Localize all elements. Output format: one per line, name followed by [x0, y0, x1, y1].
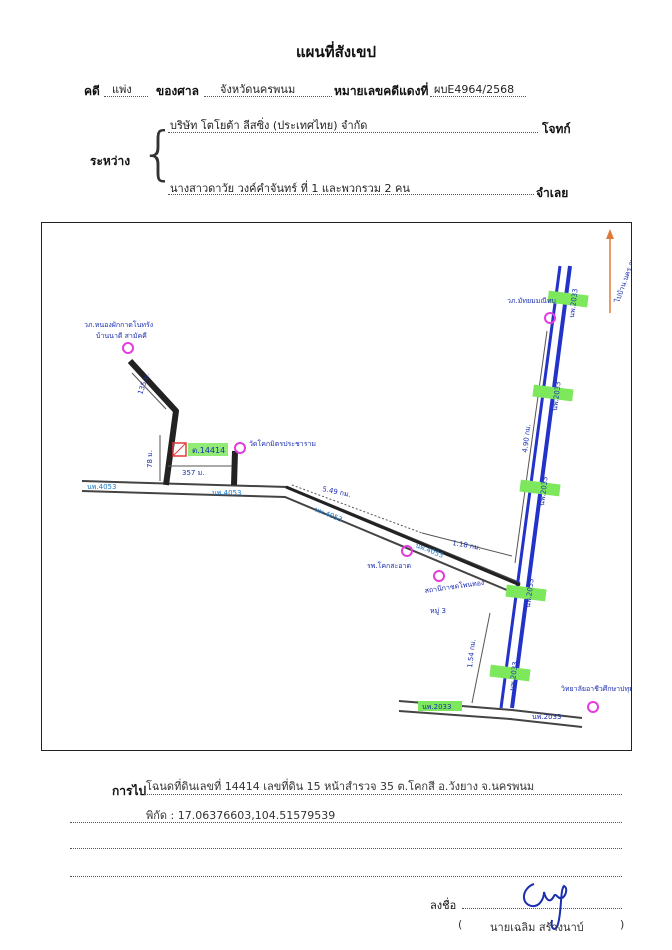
road-label-2033-f: นพ.2033	[422, 703, 451, 711]
parcel-label: ต.14414	[192, 446, 225, 455]
case-type: แพ่ง	[112, 83, 132, 96]
page-title: แผนที่สังเขป	[296, 43, 376, 61]
temple-right-top: วภ.มัทยมมณีทบ	[507, 297, 556, 305]
between-label: ระหว่าง	[90, 154, 131, 168]
blank-line-2	[70, 862, 622, 877]
pin-temple-top-left	[122, 342, 134, 354]
court-line	[204, 82, 332, 97]
parcel-highlight	[188, 443, 228, 456]
goto-line	[144, 780, 622, 795]
parcel-hatch	[172, 442, 187, 457]
road-label-2033-e: นพ.2033	[508, 661, 520, 691]
signer-open: (	[458, 918, 463, 931]
guide-490	[514, 330, 548, 564]
goto-label: การไป	[112, 784, 147, 798]
pin-temple-right-top	[544, 312, 556, 324]
pin-college	[587, 701, 599, 713]
guide-118	[421, 532, 513, 557]
route-left	[127, 358, 179, 486]
coords-line	[70, 808, 622, 823]
health-label: สถานีกาชดโพนทอง	[424, 578, 485, 595]
plaintiff-name: บริษัท โตโยต้า ลีสซิ่ง (ประเทศไทย) จำกัด	[170, 119, 368, 132]
road-label-2033-g: นพ.2033	[532, 713, 561, 721]
red-case-number: ผบE4964/2568	[434, 83, 515, 96]
dist-549: 5.49 กม.	[322, 485, 352, 499]
road-label-2033-d: นพ.2033	[524, 578, 536, 608]
goto-text: โฉนดที่ดินเลขที่ 14414 เลขที่ดิน 15 หน้า…	[146, 780, 535, 793]
direction-arrow-head	[606, 229, 614, 239]
signer-name: นายเฉลิม สร้างนาบ์	[490, 921, 584, 934]
guide-154	[471, 612, 491, 704]
temple-top-left-2: บ้านนาดี สามัคคี	[96, 332, 147, 340]
parcel-box	[172, 442, 187, 457]
signer-close: )	[620, 918, 625, 931]
blank-line-1	[70, 834, 622, 849]
route-main	[285, 485, 521, 587]
hl-2033-e	[489, 664, 531, 682]
road-label-4053-b: นพ.4053	[212, 489, 241, 497]
road-label-4053-a: นพ.4053	[87, 483, 116, 491]
direction-label: ไปบ้าน.นคร.อุบล	[612, 252, 631, 305]
road-label-2033-a: นพ.2033	[568, 288, 580, 318]
case-label: คดี	[84, 84, 100, 98]
plaintiff-line	[168, 118, 538, 133]
school-label: รพ.โคกสะอาด	[367, 561, 411, 570]
dist-357: 357 ม.	[182, 469, 204, 477]
plaintiff-role: โจทก์	[542, 122, 571, 136]
hl-2033-a	[547, 290, 589, 308]
college-label: วิทยาลัยอาชีวศึกษาปทุม	[561, 684, 631, 693]
court-label: ของศาล	[156, 84, 199, 98]
road-4053-lower	[81, 490, 515, 594]
brace: {	[140, 119, 177, 187]
pin-school	[401, 545, 413, 557]
road-label-2033-b: นพ.2033	[551, 381, 563, 411]
map-frame: ต.14414 วภ.หนองผักกาดโนทรัง บ้านนาดี สาม…	[41, 222, 632, 751]
red-case-line	[430, 82, 526, 97]
court-name: จังหวัดนครพนม	[220, 83, 296, 96]
road-label-2033-c: นพ.2033	[538, 476, 550, 506]
dist-78: 78 ม.	[146, 450, 154, 468]
road-bottom-lower	[398, 710, 583, 728]
hl-2033-d	[505, 584, 547, 602]
hl-2033-c	[519, 479, 561, 497]
hl-2033-f	[418, 701, 462, 711]
temple-top-left: วภ.หนองผักกาดโนทรัง	[84, 320, 153, 329]
dist-118: 1.18 กม.	[452, 539, 482, 552]
defendant-name: นางสาวดาวัย วงค์คำจันทร์ ที่ 1 และพวกรวม…	[170, 182, 410, 195]
pin-health	[433, 570, 445, 582]
temple-center: วัดโคกมิตรประชาราม	[249, 439, 316, 448]
guide-135	[131, 372, 167, 410]
route-center	[231, 450, 238, 486]
map-svg: ต.14414 วภ.หนองผักกาดโนทรัง บ้านนาดี สาม…	[81, 229, 631, 728]
defendant-role: จำเลย	[536, 186, 569, 200]
sign-label: ลงชื่อ	[430, 899, 457, 912]
dist-490: 4.90 กม.	[521, 424, 532, 454]
coords-text: พิกัด : 17.06376603,104.51579539	[146, 809, 336, 822]
defendant-line	[168, 180, 534, 195]
guide-549	[291, 484, 423, 534]
case-type-line	[104, 82, 148, 97]
dist-154: 1.54 กม.	[466, 639, 477, 669]
signature-image	[523, 883, 568, 930]
hl-2033-b	[532, 384, 574, 402]
red-case-label: หมายเลขคดีแดงที่	[334, 84, 429, 98]
sign-line	[462, 894, 622, 909]
health-label-2: หมู่ 3	[430, 607, 446, 615]
pin-temple-center	[234, 442, 246, 454]
